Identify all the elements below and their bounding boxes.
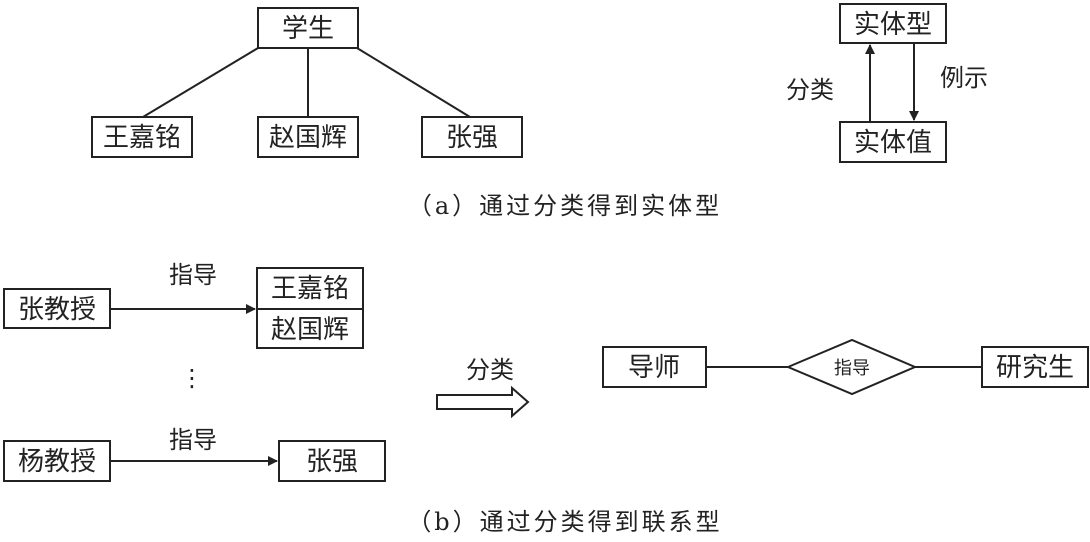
instance-label: 张强 <box>446 123 498 153</box>
student-label: 张强 <box>306 447 358 477</box>
relationship-label: 指导 <box>834 358 870 379</box>
student-label: 王嘉铭 <box>271 274 349 304</box>
student-box: 张强 <box>278 440 386 482</box>
instance-label: 王嘉铭 <box>103 123 181 153</box>
entity-label: 研究生 <box>996 353 1074 383</box>
classify-arrow-label: 分类 <box>466 356 514 384</box>
instance-box: 赵国辉 <box>257 116 359 158</box>
caption-a: （a）通过分类得到实体型 <box>408 192 722 220</box>
entity-label: 导师 <box>628 353 680 383</box>
entity-type-label: 实体型 <box>854 10 932 40</box>
instance-label: 赵国辉 <box>269 123 347 153</box>
entity-box-advisor: 导师 <box>602 346 707 388</box>
ellipsis: ⋮ <box>180 364 204 392</box>
student-list-box: 王嘉铭 赵国辉 <box>256 267 364 349</box>
teacher-label: 杨教授 <box>18 447 96 477</box>
caption-b: （b）通过分类得到联系型 <box>407 508 722 536</box>
relation-label: 指导 <box>169 261 217 289</box>
instance-box: 张强 <box>421 116 523 158</box>
relation-label: 指导 <box>169 426 217 454</box>
teacher-label: 张教授 <box>18 295 96 325</box>
tree-edge <box>356 47 471 118</box>
entity-value-box: 实体值 <box>839 121 947 163</box>
entity-label: 学生 <box>282 14 334 44</box>
student-label: 赵国辉 <box>271 315 349 345</box>
student-tree: 学生 王嘉铭 赵国辉 张强 <box>91 7 523 158</box>
relationship-diamond: 指导 <box>785 338 918 396</box>
hollow-arrow-icon <box>436 385 530 419</box>
instance-box: 王嘉铭 <box>91 116 193 158</box>
instantiate-label: 例示 <box>940 64 988 92</box>
entity-box-graduate: 研究生 <box>981 346 1089 388</box>
teacher-box: 杨教授 <box>3 440 111 482</box>
concept-diagram: 实体型 实体值 分类 例示 <box>786 3 988 163</box>
tree-edge <box>142 47 259 118</box>
entity-box-student: 学生 <box>257 7 359 49</box>
classify-transform: 分类 <box>436 356 530 419</box>
teacher-box: 张教授 <box>3 288 111 329</box>
classify-label: 分类 <box>786 76 834 104</box>
entity-value-label: 实体值 <box>854 128 932 158</box>
er-diagram: 导师 指导 研究生 <box>602 338 1089 396</box>
instance-relations: 张教授 指导 王嘉铭 赵国辉 ⋮ 杨教授 指导 张强 <box>3 261 386 482</box>
entity-type-box: 实体型 <box>839 3 947 44</box>
